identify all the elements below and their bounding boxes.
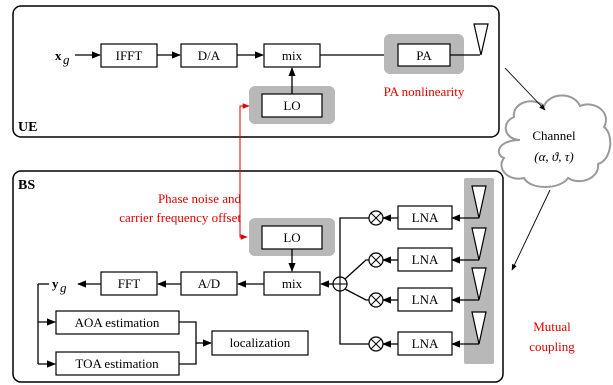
bs-panel xyxy=(12,170,504,383)
channel-title: Channel xyxy=(532,128,576,143)
multiplier-4-x-b xyxy=(370,338,382,350)
ue-input-subscript: g xyxy=(63,52,70,67)
estimator-merge xyxy=(179,321,197,365)
branch-3-feed xyxy=(344,288,369,301)
bs-mix-label: mix xyxy=(282,276,303,291)
toa-label: TOA estimation xyxy=(75,356,159,371)
pa-nonlinearity-note: PA nonlinearity xyxy=(384,84,465,99)
phase-noise-line-2: carrier frequency offset xyxy=(119,210,241,225)
bs-section-label: BS xyxy=(18,178,35,193)
mutual-coupling-line-1: Mutual xyxy=(533,319,571,334)
aoa-label: AOA estimation xyxy=(75,315,160,330)
localization-block xyxy=(211,330,309,356)
branch-1-feed xyxy=(339,217,369,277)
pa-label: PA xyxy=(416,48,432,63)
branch-2-feed xyxy=(344,259,369,280)
bs-antenna-3-icon xyxy=(471,267,487,301)
arrow-channel-to-bs xyxy=(511,189,551,271)
ad-label: A/D xyxy=(198,276,220,291)
fft-label: FFT xyxy=(118,276,140,291)
da-label: D/A xyxy=(198,48,221,63)
bs-output-subscript: g xyxy=(60,280,67,295)
ue-input-symbol: x xyxy=(55,48,62,63)
multiplier-2-x-b xyxy=(370,254,382,266)
lna-2-label: LNA xyxy=(412,252,439,267)
localization-label: localization xyxy=(230,335,291,350)
bs-antenna-1-icon xyxy=(471,185,487,219)
ue-antenna-icon xyxy=(473,23,489,56)
bs-lo-label: LO xyxy=(283,230,300,245)
ifft-label: IFFT xyxy=(116,48,143,63)
channel-params: (α, ϑ, τ) xyxy=(534,149,574,164)
mutual-coupling-line-2: coupling xyxy=(529,339,575,354)
ue-mix-label: mix xyxy=(282,48,303,63)
channel-cloud xyxy=(497,94,612,188)
lna-3-label: LNA xyxy=(412,292,439,307)
bs-antenna-4-icon xyxy=(471,311,487,345)
lna-4-label: LNA xyxy=(412,336,439,351)
bs-antenna-2-icon xyxy=(471,227,487,261)
ue-lo-label: LO xyxy=(283,98,300,113)
bs-output-symbol: y xyxy=(52,276,59,291)
phase-noise-line-1: Phase noise and xyxy=(158,191,242,206)
ue-section-label: UE xyxy=(18,120,37,135)
arrow-ue-to-channel xyxy=(504,67,546,111)
ue-panel xyxy=(12,5,500,138)
phase-noise-connector xyxy=(239,103,250,240)
lna-1-label: LNA xyxy=(412,210,439,225)
branch-4-feed xyxy=(339,291,369,345)
multiplier-3-x-b xyxy=(370,294,382,306)
multiplier-1-x-b xyxy=(370,212,382,224)
